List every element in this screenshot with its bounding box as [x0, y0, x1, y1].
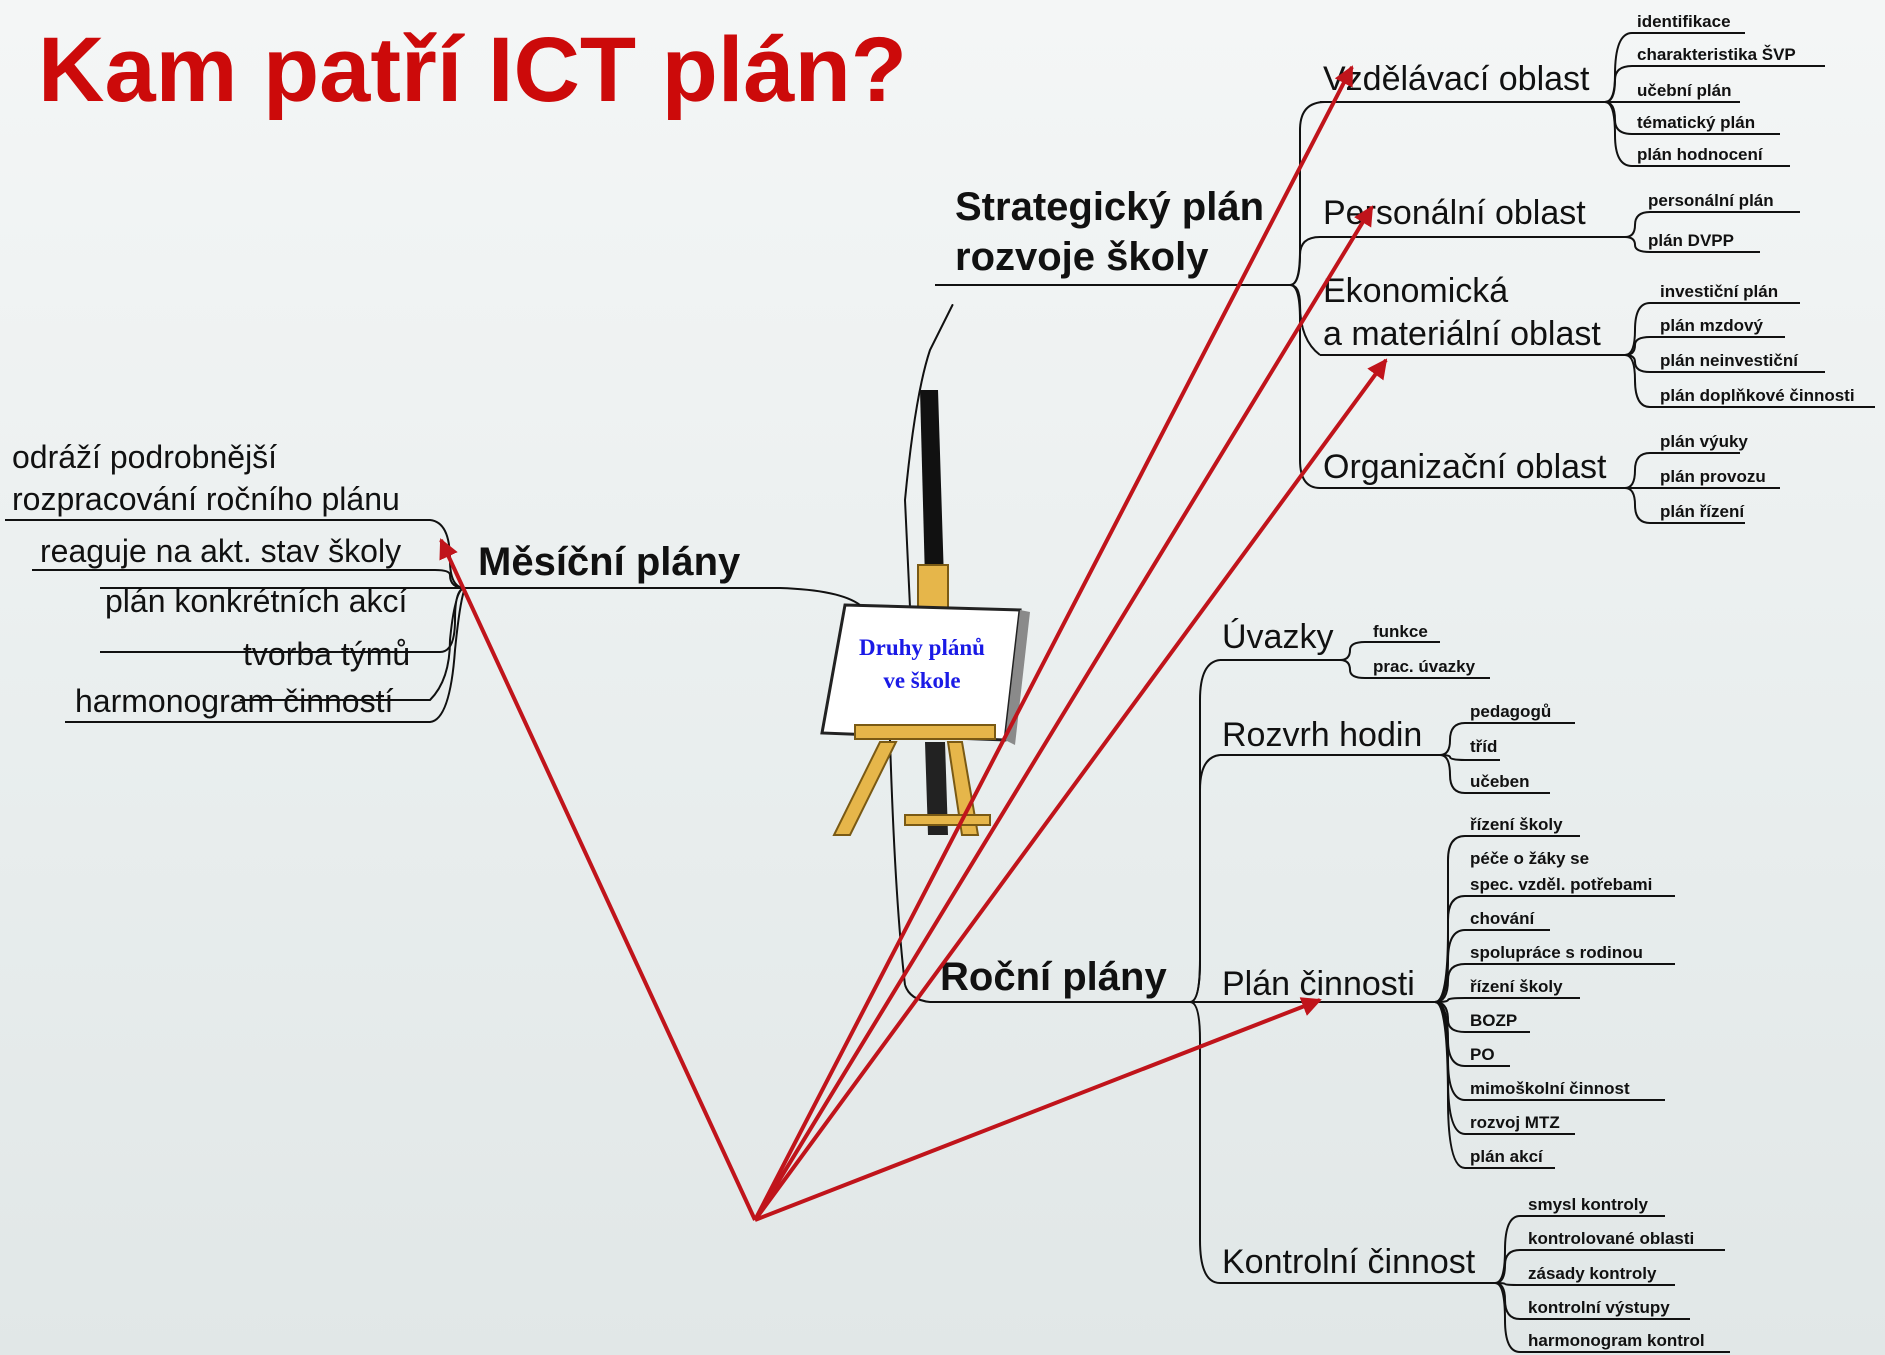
arrow-to-personnel: [753, 205, 1374, 1222]
kontrola-item: kontrolní výstupy: [1528, 1298, 1670, 1317]
organization-item: plán provozu: [1660, 467, 1766, 486]
monthly-item: plán konkrétních akcí: [105, 583, 408, 619]
monthly-title: Měsíční plány: [478, 540, 741, 584]
cinnost-item: péče o žáky se: [1470, 849, 1589, 868]
uvazky-item: funkce: [1373, 622, 1428, 641]
edu-item: identifikace: [1637, 12, 1731, 31]
kontrola-item: harmonogram kontrol: [1528, 1331, 1705, 1350]
cinnost-item: mimoškolní činnost: [1470, 1079, 1630, 1098]
monthly-plans-branch: Měsíční plány odráží podrobnější rozprac…: [5, 439, 861, 723]
arrow-to-education: [753, 65, 1354, 1221]
section-label-uvazky: Úvazky: [1222, 618, 1333, 656]
cinnost-item: chování: [1470, 909, 1536, 928]
cinnost-item: PO: [1470, 1045, 1495, 1064]
rozvrh-item: tříd: [1470, 737, 1497, 756]
economic-item: investiční plán: [1660, 282, 1778, 301]
section-label-rozvrh: Rozvrh hodin: [1222, 716, 1422, 754]
annual-title: Roční plány: [940, 955, 1167, 999]
center-text-line1: Druhy plánů: [859, 635, 985, 660]
rozvrh-item: učeben: [1470, 772, 1530, 791]
cinnost-item: spec. vzděl. potřebami: [1470, 875, 1652, 894]
area-label-economic-line2: a materiální oblast: [1323, 315, 1601, 353]
uvazky-item: prac. úvazky: [1373, 657, 1476, 676]
strategic-plan-branch: Strategický plán rozvoje školy Vzdělávac…: [935, 12, 1875, 524]
page-title: Kam patří ICT plán?: [38, 19, 907, 121]
cinnost-item: BOZP: [1470, 1011, 1517, 1030]
edu-item: plán hodnocení: [1637, 145, 1764, 164]
annual-plans-branch: Roční plány Úvazky funkce prac. úvazky R…: [904, 618, 1730, 1353]
economic-item: plán neinvestiční: [1660, 351, 1799, 370]
strategic-title-line2: rozvoje školy: [955, 235, 1209, 279]
easel-illustration: Druhy plánů ve škole: [820, 304, 1030, 986]
arrow-to-monthly: [439, 538, 757, 1221]
kontrola-item: kontrolované oblasti: [1528, 1229, 1694, 1248]
personnel-item: personální plán: [1648, 191, 1774, 210]
organization-item: plán výuky: [1660, 432, 1748, 451]
economic-item: plán mzdový: [1660, 316, 1764, 335]
arrow-to-economic: [753, 358, 1388, 1222]
strategic-title-line1: Strategický plán: [955, 185, 1264, 229]
cinnost-item: řízení školy: [1470, 815, 1563, 834]
cinnost-item: spolupráce s rodinou: [1470, 943, 1643, 962]
edu-item: učební plán: [1637, 81, 1731, 100]
ict-arrows: [439, 65, 1388, 1222]
cinnost-item: plán akcí: [1470, 1147, 1544, 1166]
personnel-item: plán DVPP: [1648, 231, 1734, 250]
area-label-education: Vzdělávací oblast: [1323, 60, 1590, 98]
center-text-line2: ve škole: [883, 668, 960, 693]
monthly-item: odráží podrobnější: [12, 439, 277, 475]
area-label-organization: Organizační oblast: [1323, 448, 1607, 486]
edu-item: charakteristika ŠVP: [1637, 45, 1796, 64]
area-label-economic-line1: Ekonomická: [1323, 272, 1508, 310]
economic-item: plán doplňkové činnosti: [1660, 386, 1855, 405]
section-label-kontrola: Kontrolní činnost: [1222, 1243, 1476, 1281]
cinnost-item: rozvoj MTZ: [1470, 1113, 1560, 1132]
rozvrh-item: pedagogů: [1470, 702, 1551, 721]
section-label-cinnost: Plán činnosti: [1222, 965, 1415, 1003]
monthly-item: reaguje na akt. stav školy: [40, 533, 401, 569]
edu-item: tématický plán: [1637, 113, 1755, 132]
kontrola-item: zásady kontroly: [1528, 1264, 1657, 1283]
cinnost-item: řízení školy: [1470, 977, 1563, 996]
organization-item: plán řízení: [1660, 502, 1745, 521]
monthly-item: tvorba týmů: [243, 636, 410, 672]
monthly-item: harmonogram činností: [75, 683, 393, 719]
arrow-to-activity-plan: [754, 997, 1322, 1222]
monthly-item: rozpracování ročního plánu: [12, 481, 400, 517]
kontrola-item: smysl kontroly: [1528, 1195, 1649, 1214]
